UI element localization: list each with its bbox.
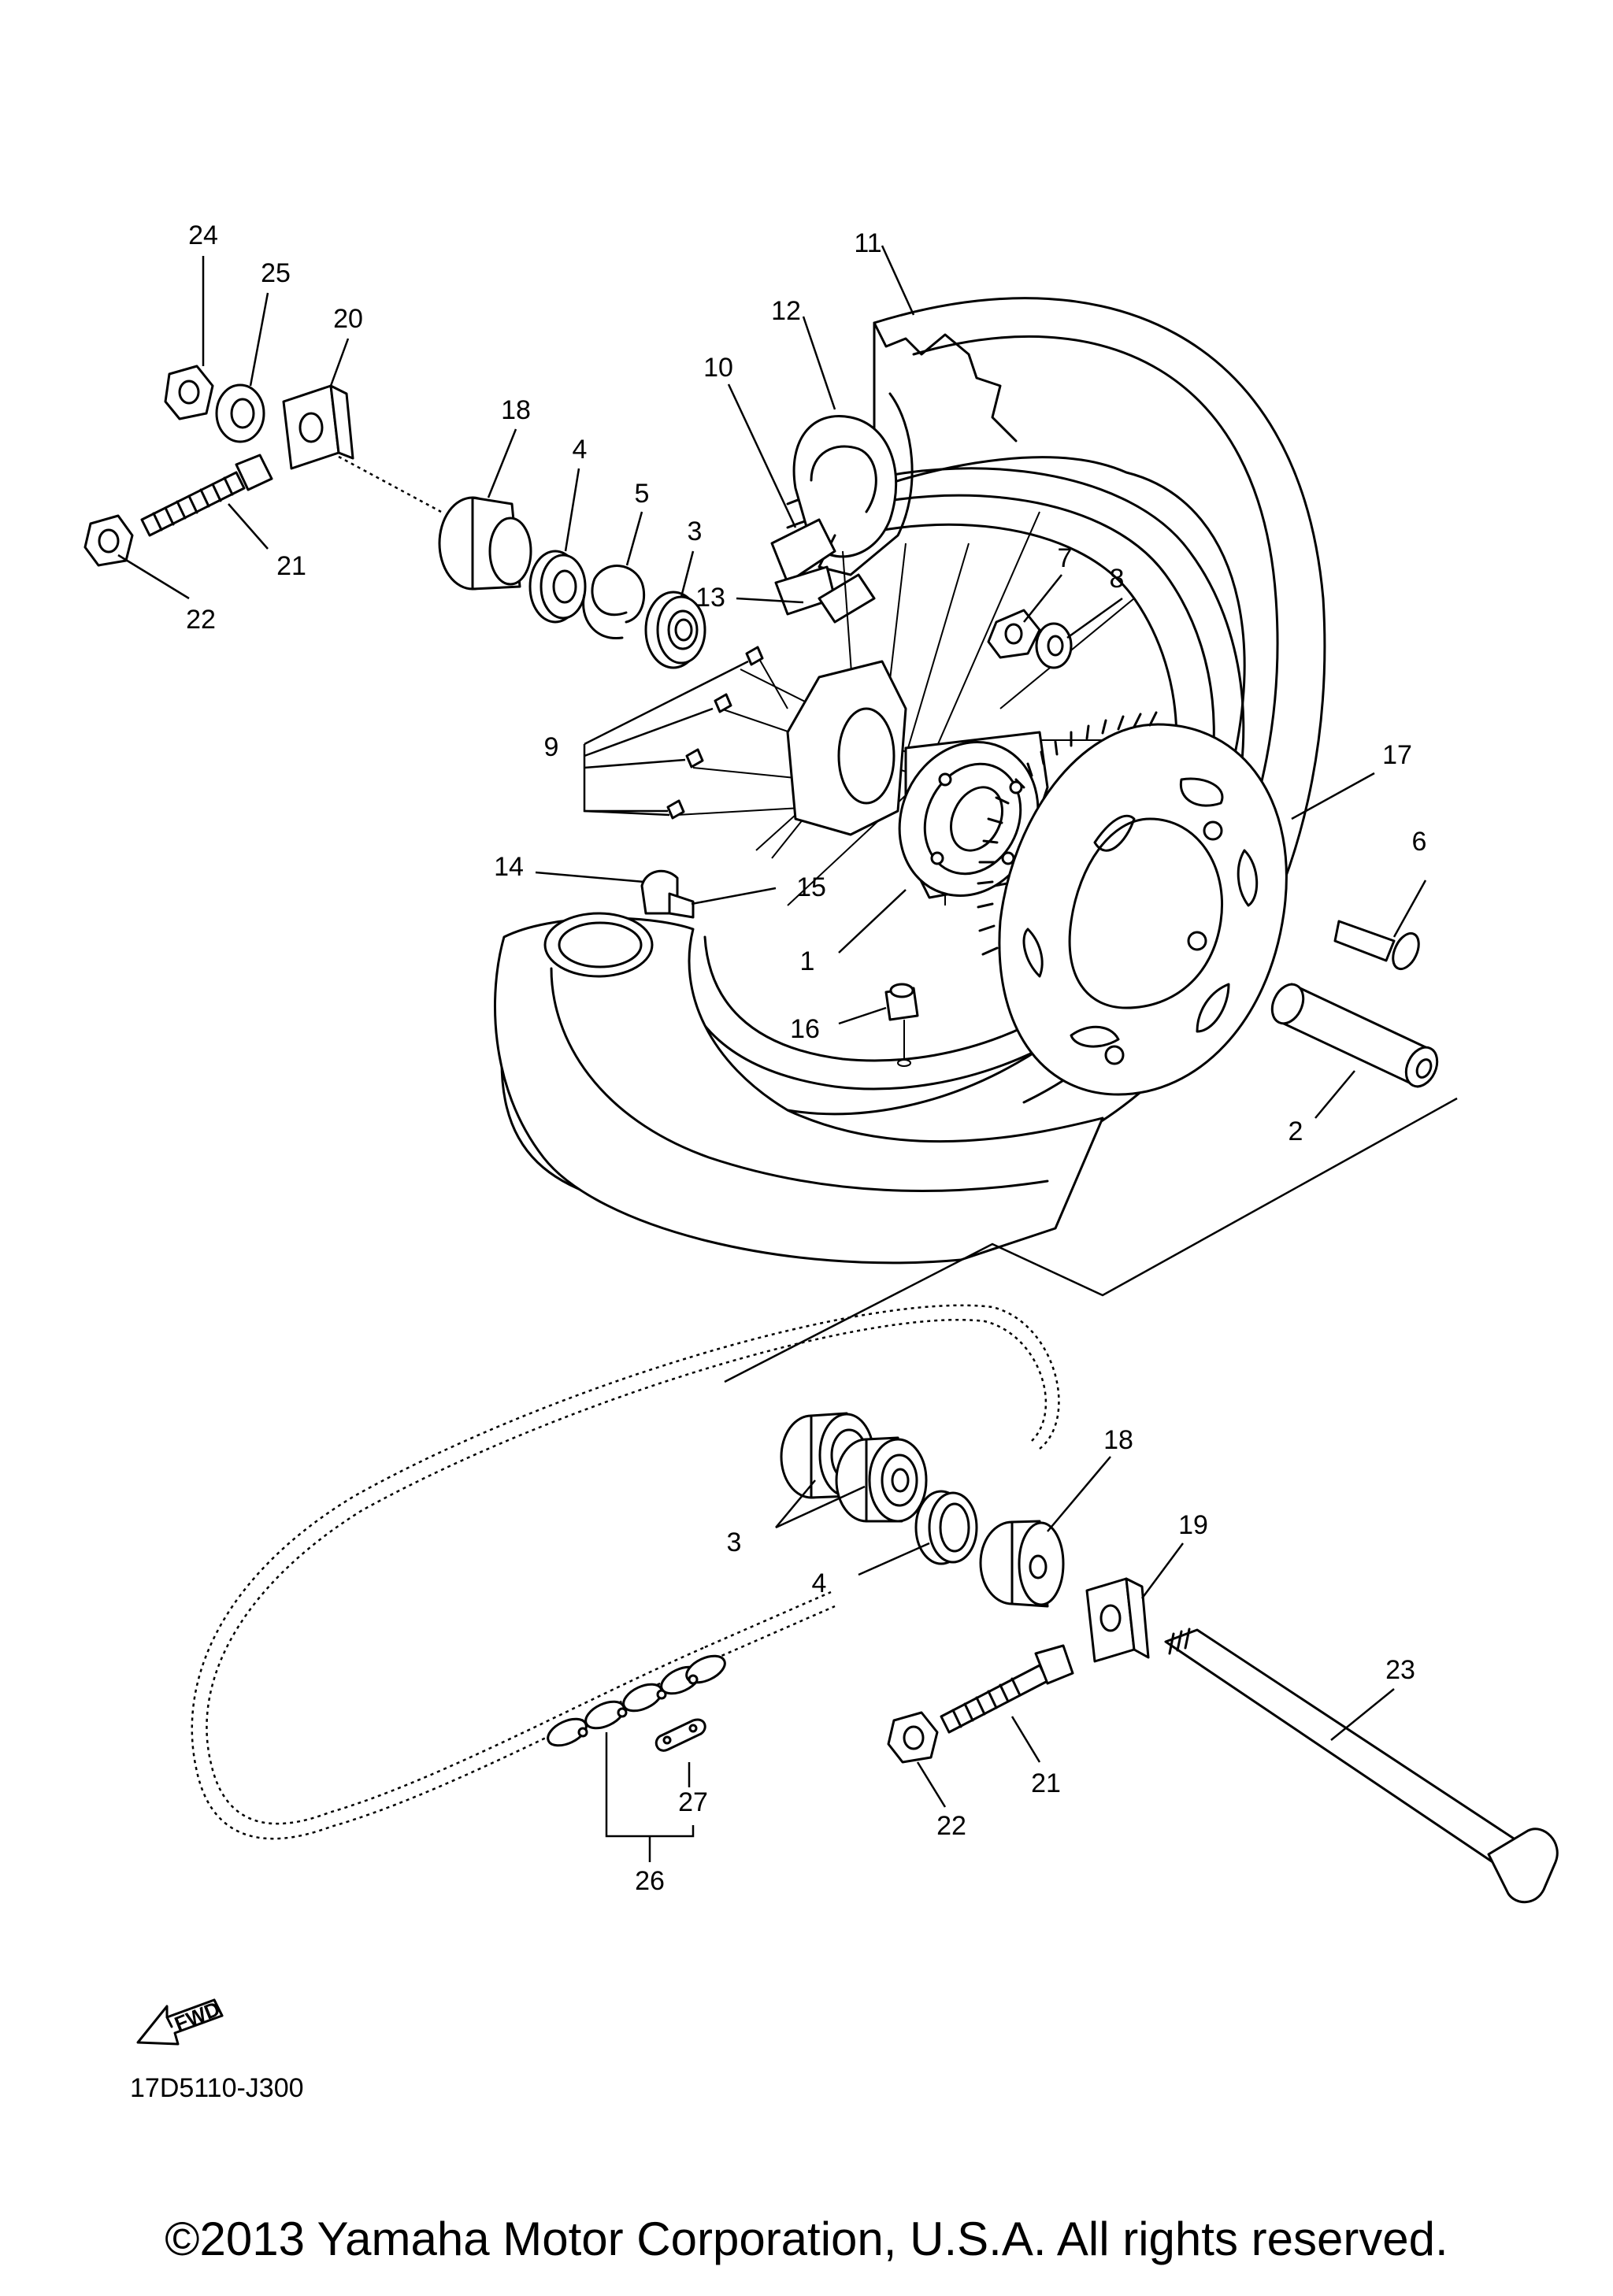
callout-9: 9 (544, 732, 559, 762)
collar-2 (1270, 983, 1439, 1088)
callout-18-lower: 18 (1103, 1425, 1133, 1455)
callout-17: 17 (1382, 740, 1412, 770)
callout-23: 23 (1385, 1655, 1415, 1685)
collar-18-lower (979, 1520, 1065, 1608)
callout-8: 8 (1110, 564, 1125, 594)
washer-8 (1035, 622, 1073, 669)
callout-4-lower: 4 (812, 1568, 827, 1598)
callout-7: 7 (1058, 543, 1073, 573)
washer-25 (215, 383, 265, 443)
callout-22-upper: 22 (186, 605, 216, 635)
callout-11: 11 (854, 228, 881, 258)
master-link-27 (654, 1718, 706, 1752)
callout-16: 16 (790, 1014, 820, 1044)
oil-seal-4-upper (528, 550, 587, 624)
callout-25: 25 (261, 258, 291, 288)
copyright-notice: ©2013 Yamaha Motor Corporation, U.S.A. A… (165, 2213, 1448, 2265)
axle-23 (1164, 1628, 1559, 1904)
callout-4: 4 (573, 435, 588, 465)
callout-10: 10 (703, 353, 733, 383)
bearing-3-upper (644, 591, 706, 669)
diagram-code: 17D5110-J300 (130, 2073, 304, 2103)
nut-7 (987, 609, 1041, 659)
leader-lines (117, 245, 1427, 1862)
fwd-arrow-icon: FWD (136, 1997, 224, 2046)
callout-1: 1 (800, 946, 815, 976)
callout-21-lower: 21 (1031, 1768, 1061, 1798)
callout-18: 18 (501, 395, 531, 425)
section-outline (724, 1097, 1458, 1383)
callout-5: 5 (635, 479, 650, 509)
fwd-label: FWD (171, 1997, 223, 2036)
callout-27: 27 (678, 1787, 708, 1817)
adjuster-20 (282, 384, 354, 470)
callout-13: 13 (695, 583, 725, 613)
callout-3-lower: 3 (727, 1528, 742, 1557)
callout-12: 12 (771, 296, 801, 326)
nut-22-upper (83, 514, 134, 567)
oil-seal-4-lower (914, 1490, 978, 1565)
callout-22-lower: 22 (936, 1811, 966, 1841)
callout-15: 15 (796, 872, 826, 902)
bolt-6 (1333, 920, 1420, 971)
collar-18-upper (438, 496, 532, 591)
callout-21-upper: 21 (276, 551, 306, 581)
bolt-21-lower (940, 1644, 1074, 1734)
tube (770, 392, 914, 624)
callout-labels: 24 25 20 18 4 5 3 11 12 10 13 7 8 21 22 … (186, 220, 1426, 1896)
bearing-3-lower-b (835, 1436, 928, 1523)
callout-3: 3 (688, 517, 703, 546)
callout-24: 24 (188, 220, 218, 250)
sprocket (977, 711, 1288, 1096)
axle-line-upper (338, 455, 442, 513)
tire-front-section (494, 912, 1104, 1265)
spoke-nipples-9 (666, 646, 764, 820)
chain-26 (191, 1304, 1060, 1840)
valve-14-15 (640, 869, 695, 919)
balancer-16 (884, 983, 919, 1067)
nut-24 (164, 365, 214, 420)
adjuster-19 (1085, 1577, 1150, 1663)
callout-6: 6 (1412, 827, 1427, 857)
callout-26: 26 (635, 1866, 665, 1896)
circlip-5 (582, 565, 646, 640)
callout-19: 19 (1178, 1510, 1208, 1540)
nut-22-lower (887, 1711, 939, 1764)
bolt-21-upper (140, 454, 273, 537)
callout-20: 20 (333, 304, 363, 334)
hub (786, 660, 1049, 899)
callout-14: 14 (494, 852, 524, 882)
callout-2: 2 (1289, 1117, 1303, 1146)
